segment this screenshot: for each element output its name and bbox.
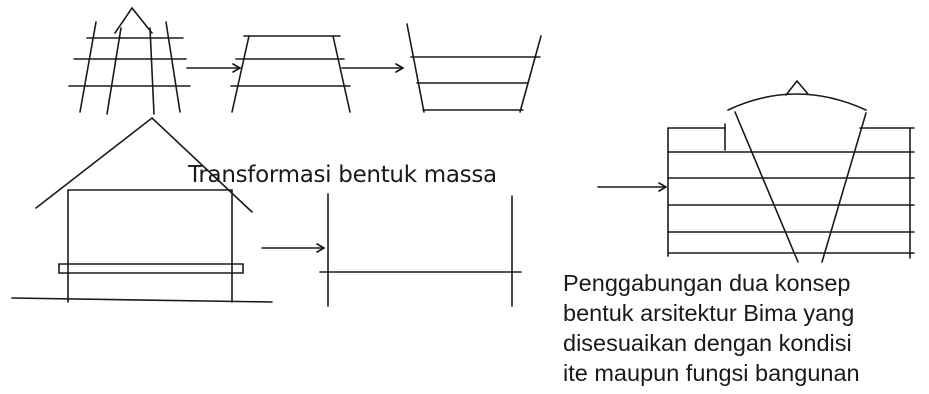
arrow-1 xyxy=(186,63,242,73)
sketch-penggabungan-konsep xyxy=(667,79,915,263)
sketch-massa-sederhana xyxy=(230,35,351,113)
caption-line-2: bentuk arsitektur Bima yang xyxy=(563,300,855,326)
caption-penggabungan: Penggabungan dua konsep bentuk arsitektu… xyxy=(563,268,923,388)
sketch-massa-awal xyxy=(68,6,191,115)
arrow-3 xyxy=(261,243,326,253)
sketch-rangka-sederhana xyxy=(319,193,522,307)
caption-line-4: ite maupun fungsi bangunan xyxy=(563,360,860,386)
sketch-rumah-bima xyxy=(11,116,273,303)
caption-line-3: disesuaikan dengan kondisi xyxy=(563,330,852,356)
caption-transformasi: Transformasi bentuk massa xyxy=(188,162,497,188)
sketch-massa-terbalik xyxy=(406,23,542,113)
arrow-2 xyxy=(341,63,405,73)
arrow-4 xyxy=(597,182,668,192)
caption-line-1: Penggabungan dua konsep xyxy=(563,270,851,296)
